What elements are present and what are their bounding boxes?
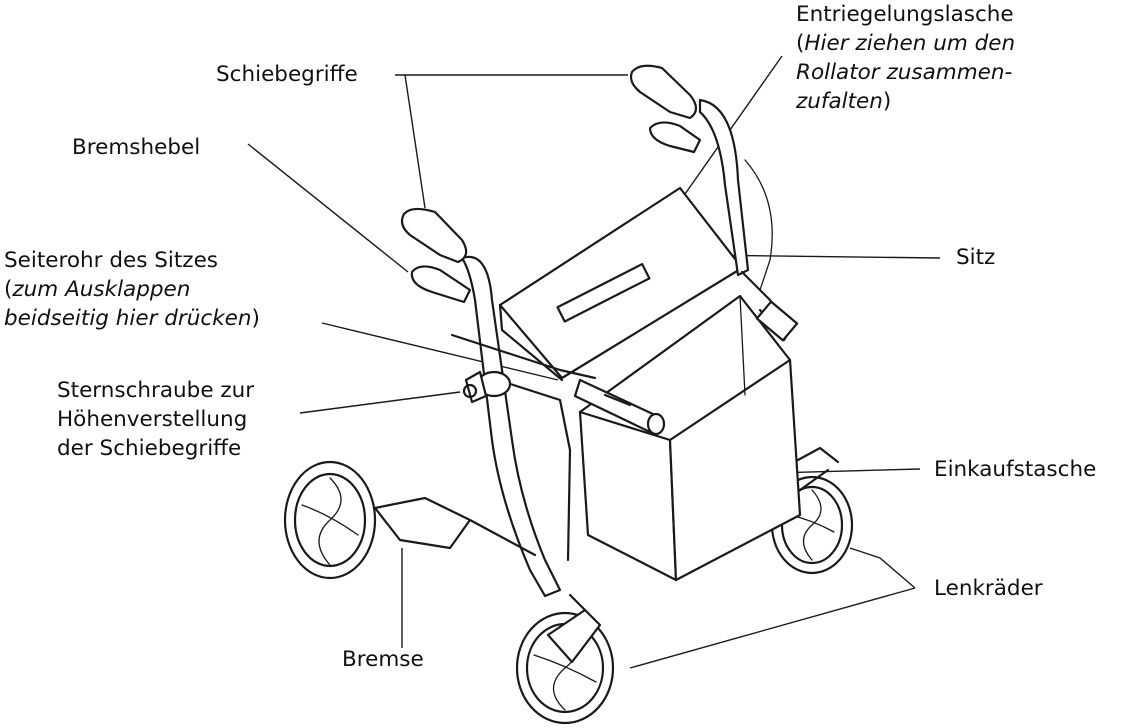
right-frame	[698, 98, 799, 342]
label-entriegelung-italic-1: Hier ziehen um den	[804, 31, 1016, 56]
push-handles	[400, 64, 698, 264]
seat	[498, 186, 744, 382]
label-entriegelung-italic-2: Rollator zusammen-	[796, 60, 1013, 85]
left-frame	[450, 255, 597, 598]
label-schiebegriffe: Schiebegriffe	[216, 62, 358, 87]
label-entriegelung-italic-3: zufalten	[796, 89, 883, 114]
label-sternschraube-line2: Höhenverstellung	[57, 407, 248, 432]
label-seiterohr-line2: (zum Ausklappen	[4, 275, 260, 304]
label-entriegelung-line4: zufalten)	[796, 87, 1015, 116]
label-sternschraube-line3: der Schiebegriffe	[57, 436, 242, 461]
front-left-wheel	[283, 460, 537, 580]
leader-lines	[247, 55, 941, 669]
leader-lenkraeder-2	[629, 587, 916, 669]
label-entriegelung-line3: Rollator zusammen-	[796, 58, 1015, 87]
leader-schiebegriffe	[395, 74, 426, 209]
paren-close: )	[882, 89, 892, 114]
front-right-wheel	[515, 593, 615, 725]
leader-sternschraube	[299, 391, 461, 414]
shopping-bag	[578, 294, 802, 582]
label-entriegelung-line1: Entriegelungslasche	[796, 2, 1014, 27]
paren-close: )	[251, 306, 260, 331]
label-sternschraube-line1: Sternschraube zur	[57, 378, 255, 403]
paren-open: (	[4, 277, 13, 302]
leader-seiterohr	[321, 322, 559, 381]
front-cross-tube	[573, 378, 666, 436]
label-seiterohr-line1: Seiterohr des Sitzes	[4, 248, 219, 273]
label-sitz: Sitz	[956, 245, 996, 270]
label-bremse: Bremse	[342, 647, 424, 672]
label-seiterohr-italic-2: beidseitig hier drücken	[4, 306, 252, 331]
paren-open: (	[796, 31, 805, 56]
label-sternschraube: Sternschraube zur Höhenverstellung der S…	[57, 376, 254, 463]
label-bremshebel: Bremshebel	[72, 135, 201, 160]
label-seiterohr: Seiterohr des Sitzes (zum Ausklappen bei…	[4, 246, 260, 333]
label-seiterohr-italic-1: zum Ausklappen	[12, 277, 191, 302]
leader-lenkraeder-1	[849, 547, 916, 589]
label-lenkraeder: Lenkräder	[934, 576, 1043, 601]
brake-levers	[410, 121, 702, 304]
label-entriegelung: Entriegelungslasche (Hier ziehen um den …	[796, 0, 1015, 116]
leader-bremshebel	[247, 143, 409, 273]
label-einkaufstasche: Einkaufstasche	[934, 457, 1097, 482]
label-seiterohr-line3: beidseitig hier drücken)	[4, 304, 260, 333]
label-entriegelung-line2: (Hier ziehen um den	[796, 29, 1015, 58]
